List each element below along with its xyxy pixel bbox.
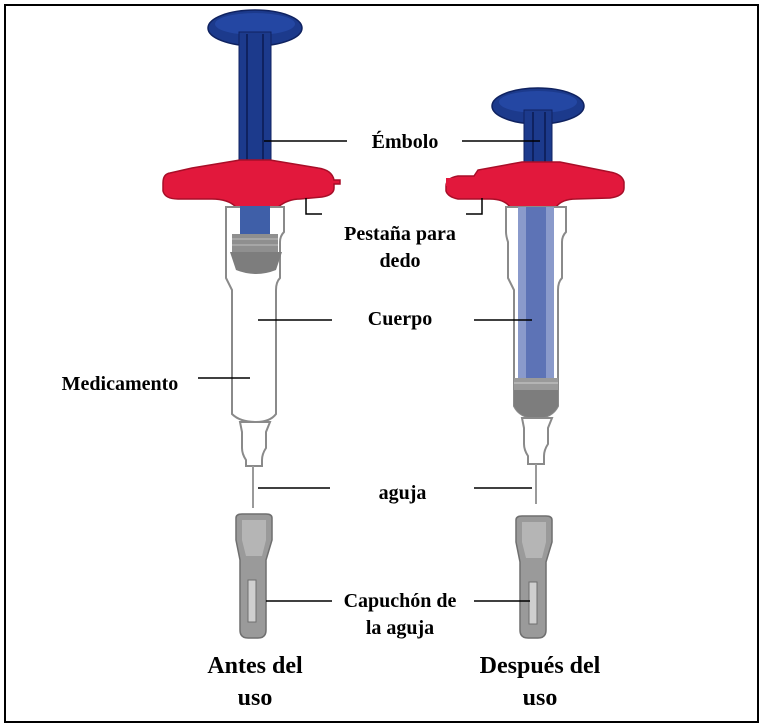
finger-flange-before [162,159,341,208]
syringe-before-use [162,9,341,639]
caption-before-line2: uso [237,685,273,711]
leader-flange-left [305,198,322,215]
barrel-before [225,206,285,467]
caption-after-line1: Después del [479,653,601,679]
label-finger-flange-line1: Pestaña para [344,223,456,245]
finger-flange-after [445,161,625,208]
leader-flange-right [466,198,483,215]
plunger-after [491,87,585,173]
caption-after-line2: uso [522,685,558,711]
caption-before-line1: Antes del [207,653,303,679]
needle-cap-before [235,513,273,639]
needle-cap-after [515,515,553,639]
label-needle: aguja [378,482,427,504]
label-needle-cap-line2: la aguja [365,617,435,639]
leader-lines [198,140,540,602]
plunger-before [207,9,303,173]
diagram-frame [4,4,759,723]
syringe-after-use [445,87,625,639]
label-plunger: Émbolo [371,131,439,153]
label-needle-cap-line1: Capuchón de [343,590,457,612]
barrel-after [505,206,567,465]
label-body: Cuerpo [367,308,433,330]
label-finger-flange-line2: dedo [379,250,421,272]
label-medication: Medicamento [61,373,179,395]
